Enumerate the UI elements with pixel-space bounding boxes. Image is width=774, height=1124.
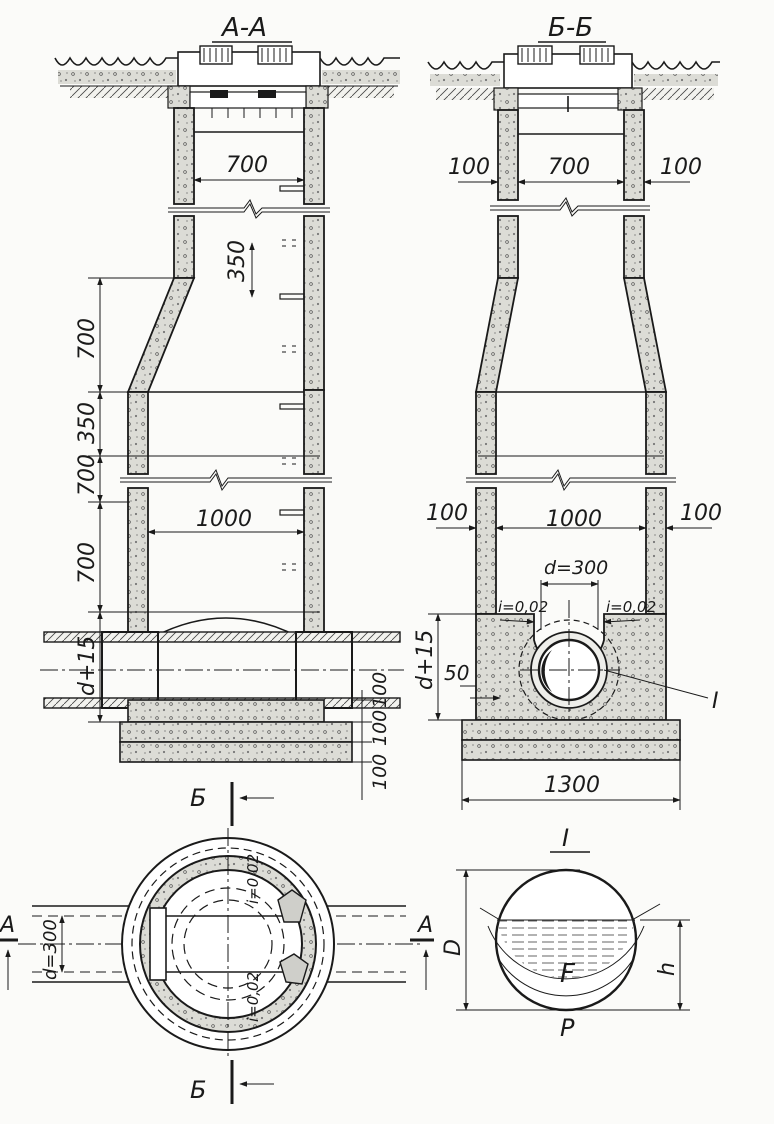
slope-right-bb: i=0,02 (606, 598, 656, 616)
dim-base-3-aa: 100 (369, 672, 391, 708)
plan-slope-bottom: i=0,02 (244, 972, 262, 1022)
detail-label-h: h (655, 962, 680, 976)
break-line-aa-top (168, 199, 330, 219)
detail-label-D: D (441, 939, 466, 956)
cut-b-top: Б (190, 784, 206, 812)
cone-walls-bb (474, 277, 668, 393)
dim-50-bb: 50 (444, 661, 469, 685)
detail-title: I (562, 824, 569, 852)
dim-base-width-bb: 1300 (544, 773, 600, 798)
dim-chamber-width-aa: 1000 (196, 507, 252, 532)
section-aa: А-А (40, 13, 404, 800)
plan-view: Б Б А А d=300 (0, 782, 434, 1104)
dimensions-bb: 100 700 100 100 1000 100 d=300 i=0,02 i=… (413, 155, 722, 810)
dimensions-aa: 700 350 700 350 700 700 d+15 1000 (75, 153, 391, 800)
ground-surface-bb (427, 60, 720, 100)
cut-line-b: Б Б (190, 782, 274, 1104)
dim-pipe-zone-aa: d+15 (75, 636, 100, 696)
detail-label-P: P (560, 1014, 575, 1042)
detail-pipe-cross-section (479, 868, 661, 1012)
cone-walls-aa (126, 277, 324, 393)
detail-I: I D h F P (441, 824, 690, 1042)
cut-a-left: А (0, 913, 15, 938)
dim-ring-350-aa: 350 (75, 402, 100, 444)
plan-pipe-diameter: d=300 (40, 919, 61, 980)
cut-a-right: А (416, 913, 433, 938)
dim-wall-left-bb: 100 (448, 155, 490, 180)
chamber-walls-bb (466, 391, 676, 615)
neck-walls-bb (490, 109, 650, 279)
dim-base-2-aa: 100 (369, 754, 391, 790)
dim-pipe-diameter-bb: d=300 (544, 557, 608, 579)
section-bb-title: Б-Б (548, 13, 593, 43)
ladder-steps-aa (279, 185, 305, 571)
detail-label-F: F (560, 959, 576, 989)
tray-and-pipe-bb (461, 600, 681, 761)
dim-step-spacing-aa: 350 (225, 240, 250, 282)
dim-neck-width-bb: 700 (548, 155, 590, 180)
dim-neck-width-aa: 700 (226, 153, 268, 178)
cut-line-a: А А (0, 913, 434, 990)
dim-wall-left-2-bb: 100 (426, 501, 468, 526)
dim-chamber-width-bb: 1000 (546, 507, 602, 532)
dim-ring-700-aa: 700 (75, 454, 100, 496)
manhole-frame-aa (167, 45, 329, 118)
cut-b-bottom: Б (190, 1076, 206, 1104)
plan-pipe: d=300 (18, 905, 420, 983)
section-bb: Б-Б (413, 13, 722, 810)
dim-wall-right-bb: 100 (660, 155, 702, 180)
dim-pipe-zone-bb: d+15 (413, 630, 438, 690)
plan-well: i=0,02 i=0,02 (121, 828, 335, 1060)
dim-wall-right-2-bb: 100 (680, 501, 722, 526)
manhole-frame-bb (493, 45, 643, 112)
dim-base-1-aa: 100 (369, 710, 391, 746)
slope-left-bb: i=0,02 (498, 598, 548, 616)
dim-cone-height-aa: 700 (75, 318, 100, 360)
chamber-walls-aa (120, 389, 332, 633)
plan-slope-top: i=0,02 (244, 854, 262, 904)
detail-dimensions: D h F P (441, 869, 690, 1042)
ground-surface-aa (54, 56, 400, 98)
section-aa-title: А-А (220, 13, 267, 43)
dim-chamber-height-aa: 700 (75, 542, 100, 584)
callout-I-bb: I (712, 689, 719, 714)
